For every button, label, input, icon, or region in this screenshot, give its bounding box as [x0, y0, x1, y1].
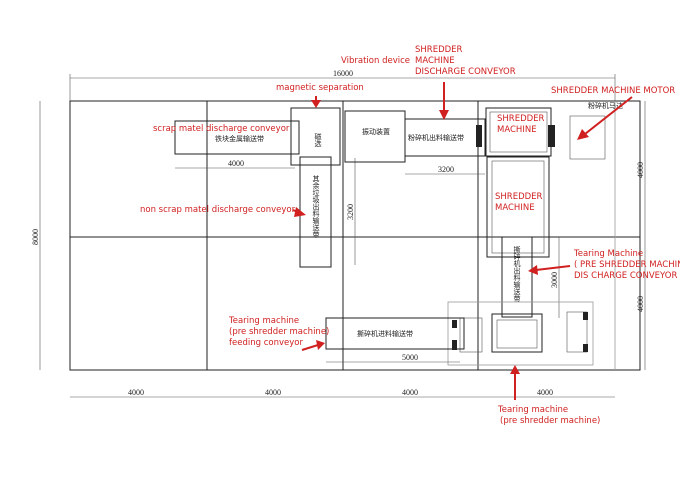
annotation-line: feeding conveyor — [229, 338, 303, 348]
annotation-tearing-discharge: Tearing Machine — [573, 249, 643, 259]
dim-bottom-4: 4000 — [537, 388, 553, 397]
annotation-line: MACHINE — [495, 203, 535, 213]
annotation-scrap-conveyor: scrap matel discharge conveyor — [153, 124, 290, 134]
dim-bottom-2: 4000 — [265, 388, 281, 397]
shredder-discharge-conveyor — [404, 118, 486, 157]
dim-bottom-1: 4000 — [128, 388, 144, 397]
scrap-metal-conveyor — [174, 120, 300, 155]
magnetic-label: 磁选 — [314, 132, 322, 148]
annotation-feeding-conveyor: Tearing machine — [228, 316, 299, 326]
annotation-shredder-discharge: SHREDDER — [415, 45, 463, 55]
shredder-machine-bottom — [486, 156, 550, 258]
annotation-magnetic: magnetic separation — [276, 83, 364, 93]
annotation-line: MACHINE — [415, 56, 455, 66]
tearing-machine-frame — [447, 301, 594, 366]
annotation-line: (pre shredder machine) — [229, 327, 329, 337]
tearing-machine — [491, 313, 543, 353]
magnetic-separator — [290, 107, 341, 166]
feeding-conveyor — [325, 317, 465, 350]
annotation-non-scrap: non scrap matel discharge conveyor — [140, 205, 296, 215]
annotation-line: DIS CHARGE CONVEYOR — [574, 271, 677, 281]
dim-bottom-3: 4000 — [402, 388, 418, 397]
dim-tearing-discharge: 3000 — [550, 272, 559, 288]
non-scrap-conveyor-label: 其余垃圾出料输送带 — [312, 175, 320, 239]
annotation-line: DISCHARGE CONVEYOR — [415, 67, 516, 77]
annotation-line: ( PRE SHREDDER MACHINE — [574, 260, 680, 270]
vibration-label: 振动装置 — [362, 127, 390, 136]
annotation-vibration: Vibration device — [341, 56, 410, 66]
annotation-tearing-machine: Tearing machine — [497, 405, 568, 415]
dim-right-1: 4000 — [636, 162, 645, 178]
dim-shredder-discharge: 3200 — [438, 165, 454, 174]
scrap-conveyor-label: 铁块金属输送带 — [215, 134, 264, 143]
annotation-shredder-bottom: SHREDDER — [495, 192, 543, 202]
dim-total-height: 8000 — [31, 229, 40, 245]
tearing-discharge-label: 撕碎机出料输送带 — [513, 245, 521, 303]
dim-total-width: 16000 — [333, 69, 353, 78]
annotation-motor: SHREDDER MACHINE MOTOR — [551, 86, 675, 96]
dim-scrap-conveyor: 4000 — [228, 159, 244, 168]
dim-feeding-conveyor: 5000 — [402, 353, 418, 362]
annotation-line: MACHINE — [497, 125, 537, 135]
dim-non-scrap: 3200 — [346, 204, 355, 220]
vibration-device — [344, 110, 406, 163]
feeding-conveyor-label: 撕碎机进料输送带 — [357, 329, 413, 338]
site-boundary — [69, 100, 641, 371]
motor-label: 粉碎机马达 — [588, 101, 623, 110]
annotation-shredder-top: SHREDDER — [497, 114, 545, 124]
tearing-discharge-conveyor — [501, 236, 533, 318]
shredder-discharge-label: 粉碎机出料输送带 — [408, 133, 464, 142]
dim-right-2: 4000 — [636, 296, 645, 312]
shredder-motor — [569, 115, 606, 160]
annotation-line: (pre shredder machine) — [500, 416, 600, 426]
